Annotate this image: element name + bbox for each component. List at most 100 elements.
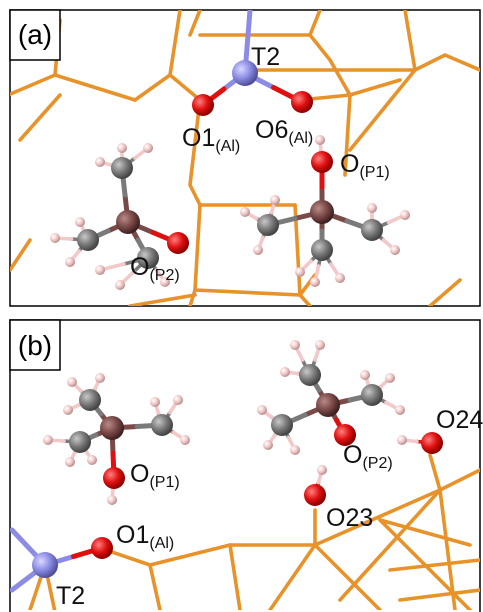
hydrogen-atom-b-p1-H8: [150, 397, 160, 407]
framework-bond-a-20: [128, 293, 197, 306]
framework-bond-a-13: [343, 93, 352, 177]
carbon-atom-a-p1-C3: [311, 239, 333, 261]
carbon-atom-b-p2-C3: [361, 384, 383, 406]
carbon-atom-b-p1-C3: [151, 414, 173, 436]
carbon-atom-b-p2-C1: [299, 364, 321, 386]
framework-bond-b-14: [378, 518, 472, 547]
framework-a: [10, 10, 480, 306]
hydrogen-atom-b-p1-H2: [63, 405, 73, 415]
panel-b: (b) O(P1) O(P2) O24 O23 O1(Al) T2: [9, 319, 483, 612]
label-o24-b: O24: [436, 406, 483, 434]
panel-a: (a) T2 O1(Al) O6(Al) O(P1) O(P2): [9, 9, 481, 307]
framework-bond-b-5: [268, 543, 317, 610]
phosphorus-atom-a-p2-P: [116, 210, 140, 234]
phosphorus-atom-b-p2-P: [316, 393, 340, 417]
framework-bond-b-8: [428, 453, 442, 492]
carbon-atom-b-p1-C1: [79, 389, 101, 411]
framework-bond-a-22: [428, 278, 462, 306]
framework-bond-a-21: [10, 238, 32, 272]
hydrogen-atom-b-p1-HO: [107, 495, 117, 505]
hydrogen-atom-b-p2-H4: [263, 440, 273, 450]
hydrogen-atom-b-p2-H3: [257, 405, 267, 415]
hydrogen-atom-b-p2-H2: [280, 367, 290, 377]
hydrogen-atom-a-p1-H3: [400, 210, 410, 220]
carbon-atom-a-p2-C2: [77, 229, 99, 251]
label-t2-a: T2: [251, 43, 280, 71]
label-o-p2-b: O(P2): [343, 441, 393, 472]
panel-b-label: (b): [18, 330, 52, 361]
hydrogen-atom-a-p1-H1: [253, 245, 263, 255]
aluminum-atom-b-t2-T: [32, 552, 58, 578]
oxygen-atom-b-p1-O: [103, 467, 125, 489]
oxygen-atom-b-p2-O: [334, 424, 356, 446]
label-o-p1-b: O(P1): [130, 460, 180, 491]
label-t2-b: T2: [56, 582, 85, 610]
framework-bond-a-6: [188, 10, 202, 37]
hydrogen-atom-a-p1-H7: [335, 273, 345, 283]
framework-bond-b-6: [313, 543, 382, 610]
carbon-atom-a-p2-C3: [137, 247, 159, 269]
carbon-atom-b-p2-C2: [271, 414, 293, 436]
label-o23-b: O23: [326, 504, 373, 532]
label-o6-al-a: O6(Al): [255, 116, 313, 147]
framework-bond-b-13: [398, 588, 480, 602]
label-o1-al-b: O1(Al): [116, 521, 174, 552]
hydrogen-atom-a-p2-H8: [95, 265, 105, 275]
hydrogen-atom-a-p2-H4: [65, 257, 75, 267]
hydrogen-atom-a-p2-H0: [95, 157, 105, 167]
hydrogen-atom-b-p2-H0: [290, 340, 300, 350]
framework-bond-b-12: [388, 558, 480, 572]
hydrogen-atom-b-p1-H6: [173, 395, 183, 405]
framework-bond-a-8: [308, 33, 352, 97]
hydrogen-atom-a-p2-H5: [75, 217, 85, 227]
hydrogen-atom-a-p1-H4: [390, 245, 400, 255]
panel-a-structure: [10, 10, 480, 306]
hydrogen-atom-b-p2-H7: [395, 405, 405, 415]
oxygen-atom-a-p2-O: [167, 232, 189, 254]
atoms-b: [32, 340, 443, 578]
hydrogen-atom-b-p2-H5: [290, 445, 300, 455]
oxygen-atom-a-p1-O: [311, 151, 333, 173]
hydrogen-atom-b-p2-H6: [385, 373, 395, 383]
hydrogen-atom-b-p1-H5: [87, 455, 97, 465]
label-o-p2-a: O(P2): [130, 253, 180, 284]
framework-bond-b-2: [148, 563, 162, 610]
framework-bond-b-10: [338, 488, 442, 602]
hydrogen-atom-a-p1-HO: [315, 135, 325, 145]
hydrogen-atom-b-p2-H8: [360, 370, 370, 380]
hydrogen-atom-b-p1-H7: [180, 435, 190, 445]
hydrogen-atom-b-p2-H1: [315, 340, 325, 350]
oxygen-atom-b-o24-O: [421, 432, 443, 454]
carbon-atom-a-p1-C1: [257, 214, 279, 236]
hydrogen-atom-b-p1-H4: [65, 457, 75, 467]
hydrogen-atom-a-p1-H8: [310, 277, 320, 287]
carbon-atom-a-p1-C2: [361, 219, 383, 241]
label-o1-al-a: O1(Al): [182, 124, 240, 155]
oxygen-atom-b-t2-O1: [91, 537, 113, 559]
hydrogen-atom-a-p2-H7: [160, 277, 170, 287]
panel-a-label-box: [9, 9, 61, 61]
hydrogen-atom-a-p1-H2: [270, 195, 280, 205]
hydrogen-atom-a-p1-H5: [367, 203, 377, 213]
framework-bond-a-14: [348, 68, 417, 152]
framework-bond-a-4: [168, 10, 182, 77]
framework-bond-b-3: [228, 543, 242, 610]
carbon-atom-a-p2-C1: [111, 157, 133, 179]
panel-b-label-box: [9, 319, 61, 371]
hydrogen-atom-b-o24-H: [397, 435, 407, 445]
carbon-atom-b-p1-C2: [69, 431, 91, 453]
oxygen-atom-b-o23-O: [304, 484, 326, 506]
hydrogen-atom-a-p2-H2: [117, 143, 127, 153]
framework-bond-a-10: [413, 53, 480, 72]
panel-b-structure: [10, 340, 480, 610]
framework-bond-a-18: [193, 288, 302, 297]
aluminum-atom-a-t2-T: [232, 60, 258, 86]
hydrogen-atom-a-p2-H6: [115, 280, 125, 290]
panel-b-frame: [9, 319, 481, 612]
hydrogen-atom-a-p1-H6: [295, 267, 305, 277]
label-o-p1-a: O(P1): [340, 150, 390, 181]
hydrogen-atom-b-p1-H3: [43, 435, 53, 445]
hydrogen-atom-b-p1-H1: [95, 373, 105, 383]
panel-a-label: (a): [18, 19, 52, 50]
